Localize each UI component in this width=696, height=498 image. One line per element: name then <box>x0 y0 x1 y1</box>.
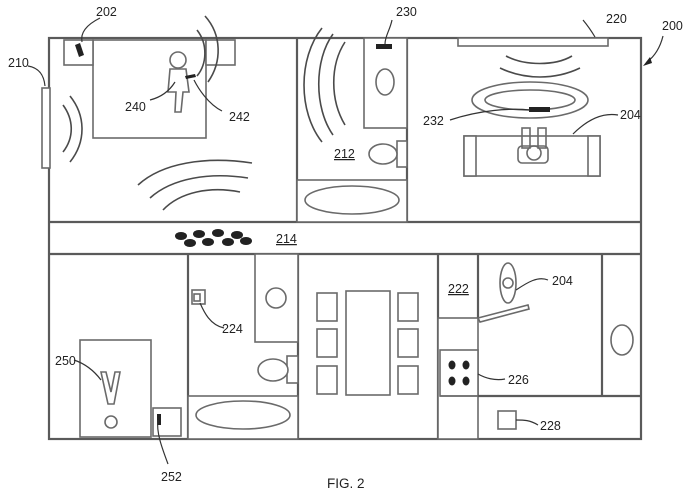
couch-arm-right <box>587 135 601 177</box>
device-230 <box>376 44 392 49</box>
person-204-kitchen-icon <box>476 262 530 323</box>
device-252 <box>157 414 161 425</box>
wave-220-b <box>499 67 581 78</box>
ref-220: 220 <box>606 12 627 26</box>
chair <box>316 328 338 358</box>
wave-floor-a <box>162 189 241 211</box>
device-232 <box>529 107 550 112</box>
wall-device-210 <box>41 87 51 169</box>
tub-basin <box>304 185 400 215</box>
device-202 <box>75 43 84 57</box>
ref-240: 240 <box>125 100 146 114</box>
ref-232: 232 <box>423 114 444 128</box>
bed-bottom <box>79 339 152 438</box>
ref-230: 230 <box>396 5 417 19</box>
ref-252: 252 <box>161 470 182 484</box>
ref-242: 242 <box>229 110 250 124</box>
dining <box>316 290 419 396</box>
ref-212: 212 <box>334 147 355 161</box>
toilet-bowl <box>368 143 398 165</box>
tub-basin-bottom <box>195 400 291 430</box>
outer-wall <box>47 36 643 441</box>
ref-224: 224 <box>222 322 243 336</box>
bathroom-212 <box>296 27 408 223</box>
chair <box>397 328 419 358</box>
chair <box>316 292 338 322</box>
ref-204-top: 204 <box>620 108 641 122</box>
wave-floor-c <box>137 159 253 186</box>
kitchen <box>437 254 641 440</box>
wave-230-b <box>318 33 334 136</box>
bedroom-top <box>41 15 253 211</box>
ref-204-bottom: 204 <box>552 274 573 288</box>
nightstand-right <box>205 39 236 66</box>
chair <box>397 365 419 395</box>
bathroom-bottom <box>187 253 299 440</box>
wave-floor-b <box>149 175 249 199</box>
ref-250: 250 <box>55 354 76 368</box>
arrow-200-icon <box>643 35 664 66</box>
wave-230-c <box>303 27 323 143</box>
ceiling-device-220 <box>457 37 609 47</box>
couch-arm-left <box>463 135 477 177</box>
drain-bottom <box>265 287 287 309</box>
person-250-icon <box>100 371 121 429</box>
chair <box>316 365 338 395</box>
person-204-livingroom-icon <box>517 127 549 164</box>
ref-202: 202 <box>96 5 117 19</box>
figure-caption: FIG. 2 <box>327 476 365 491</box>
wave-device-202 <box>204 15 219 83</box>
ref-200: 200 <box>662 19 683 33</box>
hallway-214 <box>175 229 252 247</box>
wearable-242 <box>185 74 196 79</box>
reference-labels: 202 210 230 220 200 240 242 232 204 212 … <box>8 5 683 484</box>
wave-210-a <box>62 104 73 153</box>
ref-228: 228 <box>540 419 561 433</box>
sensor-224-inner <box>193 293 201 302</box>
footprints <box>175 229 252 247</box>
livingroom <box>457 37 609 177</box>
ref-222: 222 <box>448 282 469 296</box>
wave-device-202-inner <box>196 29 206 77</box>
couch <box>463 135 601 177</box>
wave-220-a <box>505 55 573 65</box>
chair <box>397 292 419 322</box>
floor-device-228 <box>497 410 517 430</box>
bedroom-bottom <box>79 339 182 438</box>
dining-table <box>345 290 391 396</box>
wave-210-b <box>69 95 83 163</box>
stove-burners <box>448 360 470 386</box>
ref-214: 214 <box>276 232 297 246</box>
fridge-oval <box>610 324 634 356</box>
toilet-tank <box>396 140 408 168</box>
lead-lines <box>27 17 619 465</box>
stove-226 <box>439 349 479 397</box>
bed <box>92 39 207 139</box>
toilet-bowl-bottom <box>257 358 289 382</box>
ref-210: 210 <box>8 56 29 70</box>
sink-oval <box>375 68 395 96</box>
ref-226: 226 <box>508 373 529 387</box>
wave-230-a <box>332 41 346 126</box>
